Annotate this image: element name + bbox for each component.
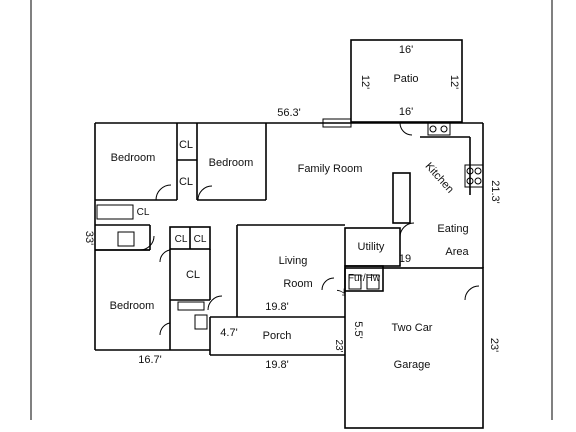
family-room-label: Family Room <box>298 163 363 175</box>
closet-label: CL <box>179 139 193 151</box>
furnace-icon <box>348 274 362 290</box>
fur-depth-dimension: 7' <box>334 288 346 296</box>
burner-icon <box>466 167 474 175</box>
porch-width-dimension: 19.8' <box>265 359 289 371</box>
bedroom-top-mid-label: Bedroom <box>209 157 254 169</box>
area-label: Area <box>445 246 469 258</box>
closet-label: CL <box>175 234 188 245</box>
burner-icon <box>466 177 474 185</box>
living-width-dimension: 19.8' <box>265 301 289 313</box>
burner-icon <box>474 177 482 185</box>
vanity-icon <box>177 301 205 311</box>
sink-bowl-right-icon <box>440 125 448 133</box>
toilet-icon <box>117 231 135 247</box>
sink-icon <box>427 122 451 136</box>
patio-left-dimension: 12' <box>359 75 371 89</box>
porch-right-dimension: 23' <box>333 339 344 352</box>
sink-bowl-left-icon <box>429 125 437 133</box>
burner-icon <box>474 167 482 175</box>
bedroom-width-dimension: 16.7' <box>138 354 162 366</box>
stove-icon <box>464 164 484 188</box>
closet-label: CL <box>186 269 200 281</box>
toilet-icon <box>194 314 208 330</box>
porch-depth-dimension: 4.7' <box>220 327 237 339</box>
patio-right-dimension: 12' <box>448 75 460 89</box>
living-label: Living <box>279 255 308 267</box>
house-left-dimension: 33' <box>83 231 95 245</box>
fur-hw-label: Fur/Hw <box>348 273 381 284</box>
closet-label: CL <box>137 207 150 218</box>
garage-left-dimension: 5.5' <box>352 321 364 338</box>
room-label: Room <box>283 278 312 290</box>
bathtub-icon <box>96 204 134 220</box>
kitchen-label: Kitchen <box>422 160 455 195</box>
garage-line2-label: Garage <box>394 359 431 371</box>
eating-label: Eating <box>437 223 468 235</box>
walls <box>94 39 484 429</box>
water-heater-icon <box>366 274 380 290</box>
utility-label: Utility <box>358 241 385 253</box>
garage-right-dimension: 23' <box>488 338 500 352</box>
closet-label: CL <box>179 176 193 188</box>
bedroom-top-left-label: Bedroom <box>111 152 156 164</box>
overall-width-dimension: 56.3' <box>277 107 301 119</box>
window-icon <box>322 118 352 128</box>
garage-line1-label: Two Car <box>392 322 433 334</box>
bedroom-bottom-label: Bedroom <box>110 300 155 312</box>
patio-bottom-dimension: 16' <box>399 106 413 118</box>
eating-small-dimension: 19 <box>399 253 411 265</box>
patio-top-dimension: 16' <box>399 44 413 56</box>
closet-label: CL <box>194 234 207 245</box>
patio-label: Patio <box>393 73 418 85</box>
porch-label: Porch <box>263 330 292 342</box>
door-swings <box>139 122 480 336</box>
kitchen-right-dimension: 21.3' <box>489 180 501 204</box>
